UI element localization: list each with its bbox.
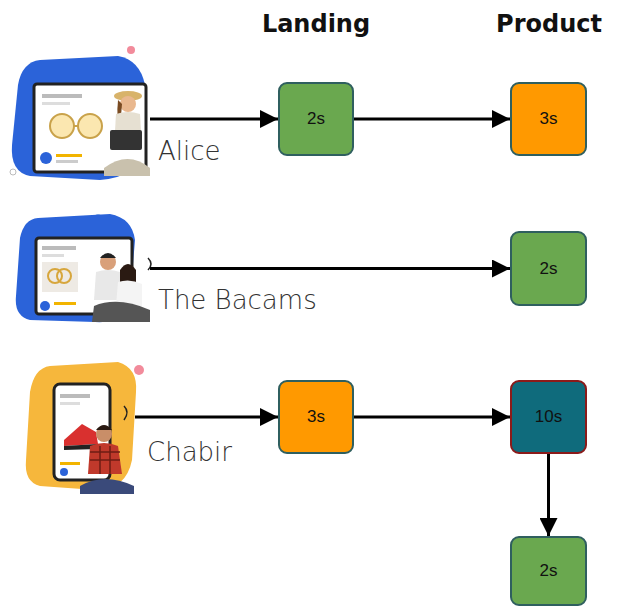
persona-name: Alice	[158, 136, 221, 166]
duration-text: 2s	[540, 561, 558, 581]
timing-box: 10s	[510, 380, 587, 454]
timing-box: 3s	[278, 380, 354, 454]
column-header: Landing	[262, 10, 370, 38]
flow-arrow	[150, 267, 510, 270]
persona-name: Chabir	[147, 437, 232, 467]
duration-text: 3s	[307, 407, 325, 427]
timing-box: 3s	[510, 82, 587, 156]
persona-name: The Bacams	[158, 285, 317, 315]
flow-arrow	[150, 118, 278, 121]
bacams-illustration	[16, 214, 151, 322]
flow-arrow	[354, 118, 510, 121]
alice-illustration	[12, 56, 150, 180]
flow-arrow	[135, 416, 278, 419]
persona-figure: The Bacams	[15, 215, 150, 321]
duration-text: 2s	[540, 259, 558, 279]
timing-box: 2s	[510, 231, 587, 306]
flow-arrow	[547, 454, 550, 536]
flow-arrow	[354, 416, 510, 419]
timing-box: 2s	[278, 82, 354, 156]
duration-text: 10s	[535, 407, 562, 427]
duration-text: 3s	[540, 109, 558, 129]
column-header: Product	[496, 10, 602, 38]
chabir-illustration	[26, 362, 136, 494]
timing-box: 2s	[510, 536, 587, 606]
duration-text: 2s	[307, 109, 325, 129]
deco-dot	[127, 46, 135, 54]
persona-figure: Alice	[10, 60, 150, 178]
persona-figure: Chabir	[25, 362, 135, 472]
deco-dot	[10, 169, 16, 175]
deco-dot	[134, 365, 144, 375]
